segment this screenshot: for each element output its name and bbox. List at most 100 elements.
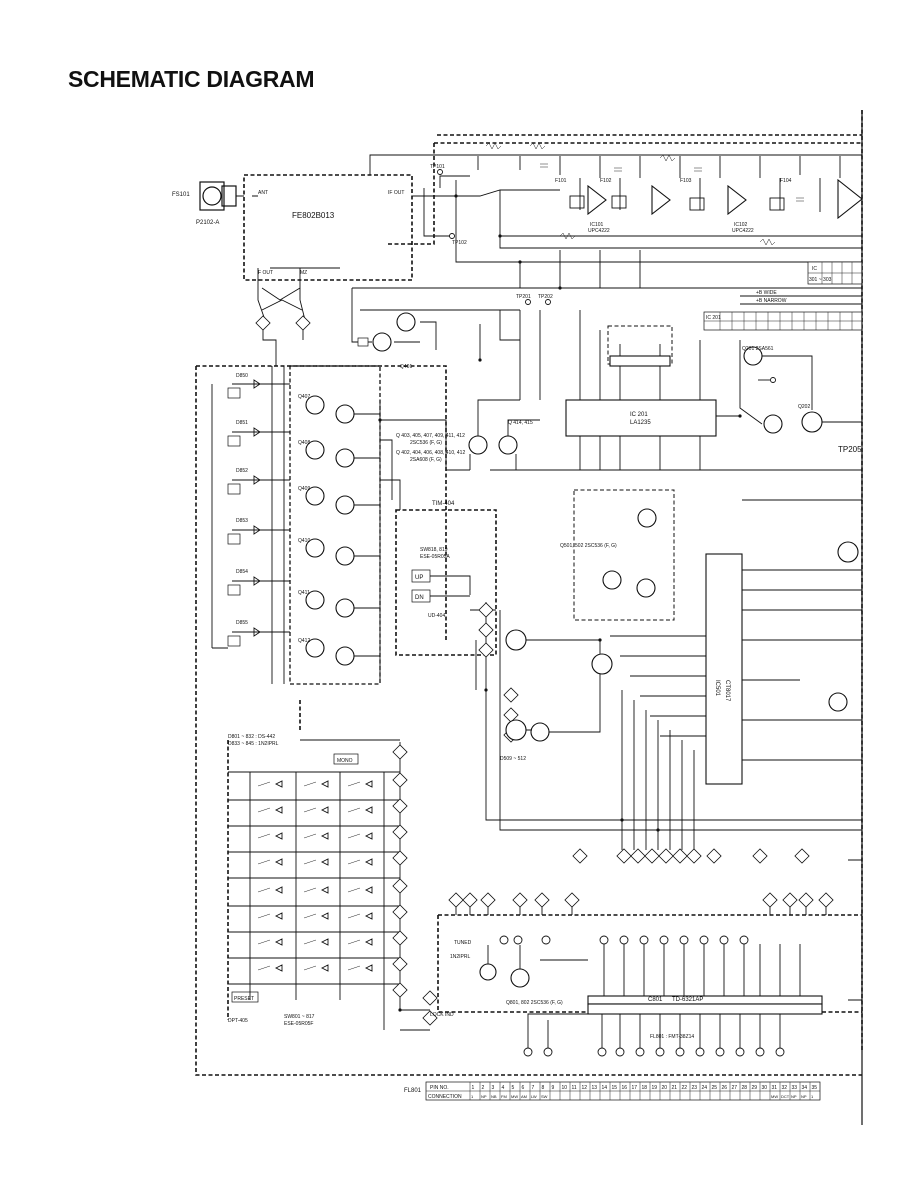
keypad-board: DPT-405 [228,1018,248,1024]
display-block: C801 TD-6321AP FL801 : FMT-38Z14 LOCK IN… [430,848,834,1057]
q501-label: Q501, 502 2SC536 (F, G) [560,543,617,549]
tim-404: TIM-404 SW818, 819 ESE-05R05A UP DN UD-4… [411,501,496,619]
filter-label: F102 [600,178,612,184]
filter-label: F104 [780,178,792,184]
pin-number: 27 [732,1085,738,1091]
junction-dots [378,194,742,1012]
sw818-label: SW818, 819 [420,547,448,553]
q401-label: Q401 [400,364,412,370]
pin-number: 20 [662,1085,668,1091]
tim-404-box [395,509,497,656]
pin-number: 8 [542,1085,545,1091]
pin-number: 6 [522,1085,525,1091]
key-dn: DN [415,595,424,601]
pin-number: 14 [602,1085,608,1091]
c801-body [587,1003,823,1015]
ic102-ref: IC102 [734,222,748,228]
preset-diodes: D850 D851 D852 D853 D854 D855 [211,373,290,649]
pin-number: 9 [552,1085,555,1091]
q410-label: Q410 [298,538,310,544]
pin-number: 22 [682,1085,688,1091]
front-end-box [243,174,413,281]
pin-number: 13 [592,1085,598,1091]
keypad-switches [257,780,373,972]
ic101-part: UPC4222 [588,228,610,234]
fe-pin-ant: ANT [258,190,268,196]
pin-number: 10 [562,1085,568,1091]
bus-diamonds: D509 ~ 512 Q501, 502 2SC536 (F, G) [475,543,862,831]
pin-number: 29 [752,1085,758,1091]
connector-ref: FS101 [172,192,190,198]
pin-connection: MW [771,1094,778,1099]
page-title: SCHEMATIC DIAGRAM [68,66,315,92]
pin-number: 16 [622,1085,628,1091]
fe-pin-fout: F OUT [258,270,273,276]
if-strip: F101 F102 F103 F104 IC101 UPC4222 IC102 … [351,142,863,310]
preset-note3: Q 402, 404, 406, 408, 410, 412 [396,450,465,456]
pin-number: 25 [712,1085,718,1091]
pin-number: 15 [612,1085,618,1091]
pin-table-row1-head: PIN NO. [430,1085,449,1091]
q407-label: Q407 [298,394,310,400]
ic201-ref: IC 201 [630,412,648,418]
pin-connection: NP [481,1094,487,1099]
detector-section: +B WIDE +B NARROW IC 201 Q401 IC 201 LA1… [351,290,863,471]
q201-label: Q201 2SA561 [742,346,774,352]
q409-label: Q409 [298,486,310,492]
preset-label: PRESET [234,996,254,1002]
ic501-block: IC501 CT8017 [573,489,862,850]
pin-number: 12 [582,1085,588,1091]
tim-404-label: TIM-404 [432,501,455,507]
diode-label: D853 [236,518,248,524]
pin-number: 18 [642,1085,648,1091]
tp202: TP202 [538,294,553,300]
pin-connection: 1 [471,1094,474,1099]
pin-connection: NB [491,1094,497,1099]
keypad-note2: D833 ~ 845 : 1N2IPRL [228,741,279,747]
preset-note4: 2SA608 (F, G) [410,457,442,463]
tp205: TP205 [838,445,862,454]
diode-label: D855 [236,620,248,626]
pin-number: 31 [772,1085,778,1091]
q414-label: Q 414, 415 [508,420,533,426]
diode-label: D852 [236,468,248,474]
tp102: TP102 [452,240,467,246]
pin-table-label: FL801 [404,1088,422,1094]
keypad-switch-part: ESE-05R05F [284,1021,313,1027]
diode-label: D850 [236,373,248,379]
pin-number: 17 [632,1085,638,1091]
pin-number: 5 [512,1085,515,1091]
ic201-table-head: IC 201 [706,315,721,321]
pin-connection: LW [531,1094,537,1099]
antenna-section: FS101 P2102-A FE802B013 ANT IF OUT F OUT… [172,181,404,366]
filter-label: F101 [555,178,567,184]
tp101: TP101 [430,164,445,170]
ic201-body [565,399,717,437]
pin-number: 30 [762,1085,768,1091]
pin-connection: AM [521,1094,527,1099]
label-b-narrow: +B NARROW [756,298,787,304]
mini-table-sub: 301 ~ 303 [809,277,832,283]
q411-label: Q411 [298,590,310,596]
pin-number: 7 [532,1085,535,1091]
q801-label: Q801, 802 2SC536 (F, G) [506,1000,563,1006]
lock-ind-label: LOCK IND [430,1012,454,1018]
tp201: TP201 [516,294,531,300]
pin-connection: SW [541,1094,548,1099]
preset-note1: Q 403, 405, 407, 409, 411, 412 [396,433,465,439]
pin-table: FL801 PIN NO. CONNECTION 112NP3NB4FM5MW6… [404,1081,821,1101]
diode-label: D851 [236,420,248,426]
q408-label: Q408 [298,440,310,446]
tuned-label: TUNED [454,940,472,946]
ic101-ref: IC101 [590,222,604,228]
pin-number: 33 [792,1085,798,1091]
q202-label: Q202 [798,404,810,410]
ic501-ref: IC501 [714,680,720,697]
c801-driver: TD-6321AP [672,997,703,1003]
q509-label: D509 ~ 512 [500,756,526,762]
led-diode-label: 1N2IPRL [450,954,471,960]
diode-label: D854 [236,569,248,575]
pin-connection: DCT [781,1094,790,1099]
pin-number: 2 [482,1085,485,1091]
